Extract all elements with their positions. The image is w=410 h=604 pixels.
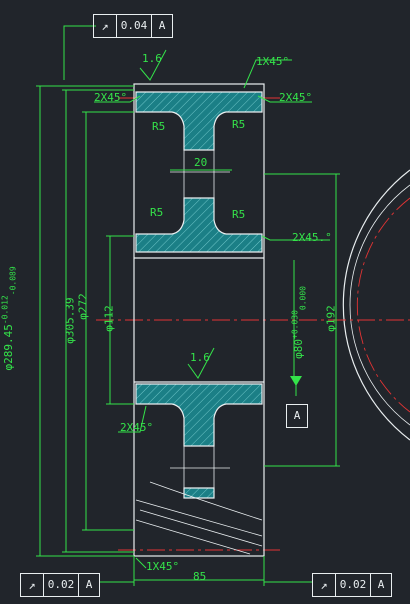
runout-icon: ↗ xyxy=(94,15,117,37)
hub-dia-label: φ112 xyxy=(102,305,116,332)
datum-box: A xyxy=(286,404,308,428)
roughness-symbol-top xyxy=(139,49,167,81)
gdt-value: 0.02 xyxy=(336,574,371,596)
leader-chamfer-low xyxy=(118,405,147,433)
leader-chamfer-tr xyxy=(243,59,292,89)
leader-chamfer-bottom xyxy=(135,557,147,569)
gdt-datum: A xyxy=(85,578,93,591)
hub-outer-label: φ192 xyxy=(324,305,338,332)
gdt-value: 0.04 xyxy=(117,15,152,37)
outer-dia-label: φ289.45-0.012-0.089 xyxy=(0,266,18,371)
gdt-frame-bottom-left: ↗ 0.02 A xyxy=(20,573,100,597)
rim-dia-label: φ272 xyxy=(76,293,90,320)
runout-icon: ↗ xyxy=(313,574,336,596)
upper-hub-section xyxy=(135,197,263,253)
leader-chamfer-tl xyxy=(94,95,141,103)
radius-label: R5 xyxy=(232,118,246,131)
chamfer-label: 2X45° xyxy=(120,421,154,434)
radius-label: R5 xyxy=(150,206,164,219)
gdt-value: 0.02 xyxy=(44,574,79,596)
leader-top-gdt xyxy=(63,25,96,80)
tip-dia-label: φ305.39 xyxy=(63,297,77,344)
web-width-label: 20 xyxy=(194,156,208,169)
runout-icon: ↗ xyxy=(21,574,44,596)
bore-dia-label: φ80+0.0300.000 xyxy=(290,285,308,359)
roughness-symbol-mid xyxy=(187,347,215,379)
gdt-datum: A xyxy=(158,19,166,32)
chamfer-label: 2X45.° xyxy=(292,231,332,244)
gear-outline xyxy=(133,83,265,557)
leader-chamfer-tr2 xyxy=(257,95,312,103)
chamfer-label: 2X45° xyxy=(94,91,128,104)
gdt-frame-bottom-right: ↗ 0.02 A xyxy=(312,573,392,597)
tooth-line xyxy=(135,519,251,555)
gdt-datum: A xyxy=(377,578,385,591)
leader-chamfer-mid xyxy=(261,235,330,241)
lower-rim-section xyxy=(183,487,215,499)
pitch-circle-arc xyxy=(356,197,410,413)
gear-inner-arc xyxy=(349,184,410,426)
lower-hub-section xyxy=(135,383,263,447)
roughness-top: 1.6 xyxy=(142,52,162,65)
tooth-line xyxy=(139,509,263,547)
gdt-frame-top: ↗ 0.04 A xyxy=(93,14,173,38)
gear-outer-arc xyxy=(342,169,410,441)
tooth-line xyxy=(135,499,263,537)
width-label: 85 xyxy=(193,570,207,583)
radius-label: R5 xyxy=(152,120,166,133)
datum-triangle xyxy=(290,376,302,386)
chamfer-label: 1X45° xyxy=(256,55,290,68)
roughness-mid: 1.6 xyxy=(190,351,210,364)
chamfer-label: 1X45° xyxy=(146,560,180,573)
radius-label: R5 xyxy=(232,208,246,221)
chamfer-label: 2X45° xyxy=(279,91,313,104)
tooth-line xyxy=(149,481,263,521)
